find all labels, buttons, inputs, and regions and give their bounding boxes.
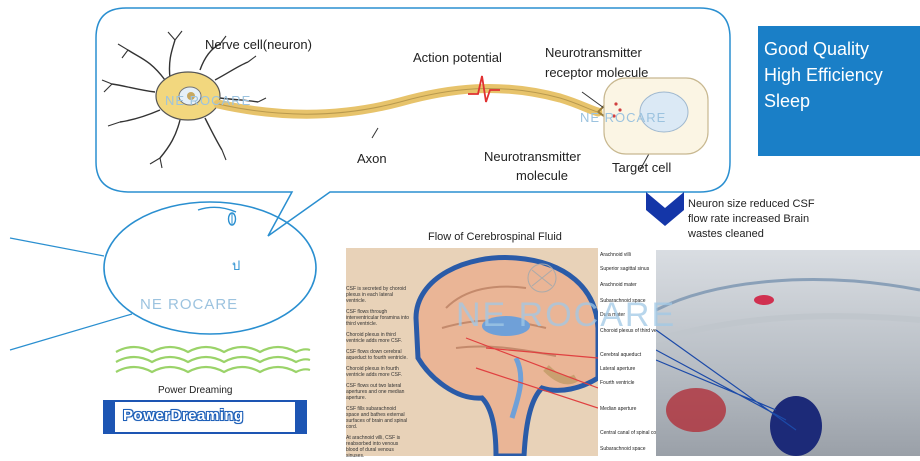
csf-step: CSF flows out two lateral apertures and …: [346, 383, 410, 401]
neurocare-watermark: NE ROCARE: [165, 93, 251, 108]
head-watermark: NE ROCARE: [140, 296, 238, 313]
csf-structure-label: Arachnoid villi: [600, 252, 631, 258]
nerve-cell-label: Nerve cell(neuron): [205, 37, 312, 52]
benefit-line-2: High Efficiency: [758, 62, 920, 88]
csf-label-column: Arachnoid villi Superior sagittal sinus …: [598, 248, 656, 456]
sound-wave-line-lower: [10, 314, 132, 350]
arrow-caption-line-2: flow rate increased Brain: [688, 212, 858, 227]
benefits-box: Good Quality High Efficiency Sleep: [758, 26, 920, 156]
csf-step: CSF flows through interventricular foram…: [346, 309, 410, 327]
csf-structure-label: Cerebral aqueduct: [600, 352, 641, 358]
benefit-line-3: Sleep: [758, 88, 920, 114]
head-glyph-icon: ป: [232, 255, 240, 276]
benefit-line-1: Good Quality: [758, 26, 920, 62]
brain-scan-drawing: [656, 250, 920, 456]
axon-label: Axon: [357, 151, 387, 166]
csf-steps-list: CSF is secreted by choroid plexus in eac…: [346, 286, 416, 459]
arrow-caption-line-3: wastes cleaned: [688, 227, 858, 242]
power-dreaming-badge-text: PowerDreaming: [123, 407, 244, 424]
csf-step: Choroid plexus in fourth ventricle adds …: [346, 366, 410, 378]
arrow-caption-line-1: Neuron size reduced CSF: [688, 197, 858, 212]
csf-structure-label: Fourth ventricle: [600, 380, 634, 386]
csf-structure-label: Lateral aperture: [600, 366, 635, 372]
csf-watermark: NE ROCARE: [456, 296, 676, 335]
action-potential-label: Action potential: [413, 50, 502, 65]
target-cell-label: Target cell: [612, 160, 671, 175]
power-dreaming-caption: Power Dreaming: [158, 385, 232, 396]
power-dreaming-badge: PowerDreaming: [103, 400, 307, 434]
csf-step: CSF is secreted by choroid plexus in eac…: [346, 286, 410, 304]
nt-receptor-label-line1: Neurotransmitter: [545, 45, 642, 60]
csf-structure-label: Median aperture: [600, 406, 636, 412]
sound-wave-line-upper: [10, 238, 104, 256]
csf-figure-title: Flow of Cerebrospinal Fluid: [428, 231, 562, 243]
down-arrow-icon: [646, 192, 684, 226]
nt-molecule-label-line2: molecule: [516, 168, 568, 183]
csf-step: At arachnoid villi, CSF is reabsorbed in…: [346, 435, 410, 459]
csf-structure-label: Central canal of spinal cord: [600, 430, 661, 436]
csf-step: CSF fills subarachnoid space and bathes …: [346, 406, 410, 430]
csf-step: Choroid plexus in third ventricle adds m…: [346, 332, 410, 344]
head-outline: [104, 202, 316, 334]
brain-scan-panel: [656, 250, 920, 456]
csf-structure-label: Subarachnoid space: [600, 446, 646, 452]
csf-structure-label: Superior sagittal sinus: [600, 266, 649, 272]
arrow-caption: Neuron size reduced CSF flow rate increa…: [688, 197, 858, 242]
csf-structure-label: Arachnoid mater: [600, 282, 637, 288]
nt-molecule-label-line1: Neurotransmitter: [484, 149, 581, 164]
csf-step: CSF flows down cerebral aqueduct to four…: [346, 349, 410, 361]
nt-receptor-label-line2: receptor molecule: [545, 65, 648, 80]
neurocare-watermark-2: NE ROCARE: [580, 110, 666, 125]
brain-wave-decoration: [116, 347, 310, 372]
